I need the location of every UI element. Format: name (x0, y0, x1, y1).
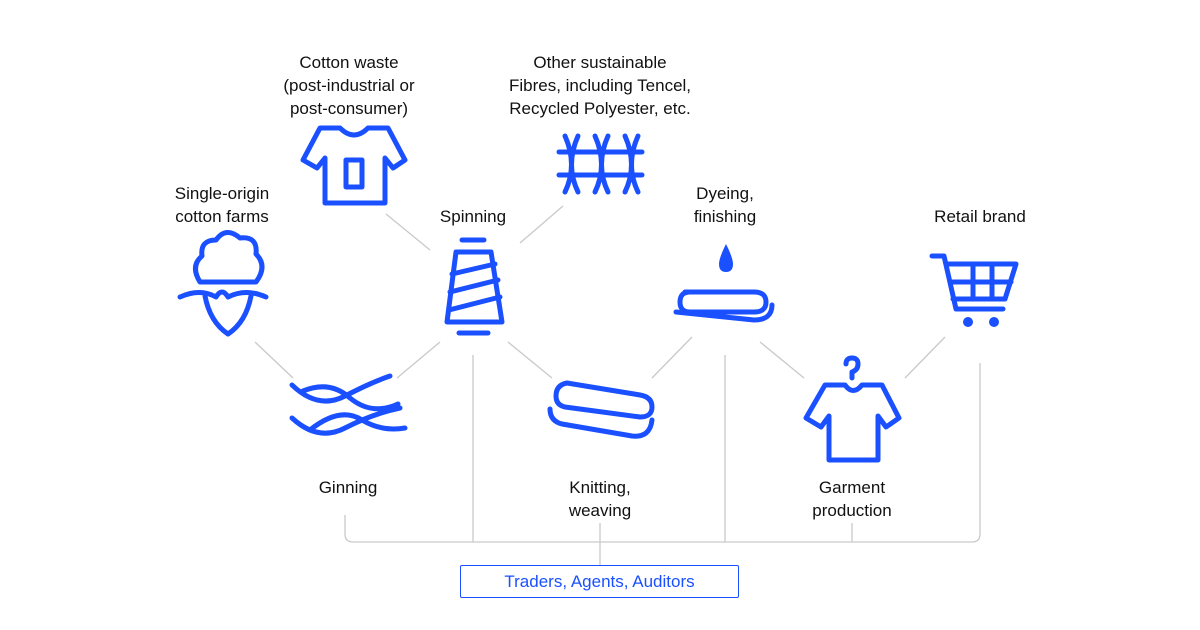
connector-knitting-dyeing (651, 336, 693, 379)
cotton-waste-label: Cotton waste (post-industrial or post-co… (283, 53, 415, 118)
other-fibres-label: Other sustainable Fibres, including Tenc… (508, 53, 692, 118)
connector-farms-ginning (254, 341, 294, 379)
knitting-label: Knitting, weaving (568, 478, 632, 520)
garment-label: Garment production (812, 478, 892, 520)
single-origin-label: Single-origin cotton farms (174, 184, 270, 226)
connector-spinning-knitting (507, 341, 553, 379)
dyeing-label: Dyeing, finishing (693, 184, 757, 226)
retail-label: Retail brand (934, 207, 1026, 226)
connector-garment-retail (904, 336, 946, 379)
connector-spinning-ginning (396, 341, 441, 379)
traders-label: Traders, Agents, Auditors (504, 571, 695, 591)
connector-dyeing-garment (759, 341, 805, 379)
connector-waste-spinning (385, 213, 431, 251)
traders-bracket (344, 363, 981, 543)
spinning-label: Spinning (439, 207, 507, 226)
traders-box[interactable]: Traders, Agents, Auditors (460, 565, 739, 598)
connector-fibres-spinning (519, 205, 564, 244)
ginning-label: Ginning (318, 478, 378, 497)
